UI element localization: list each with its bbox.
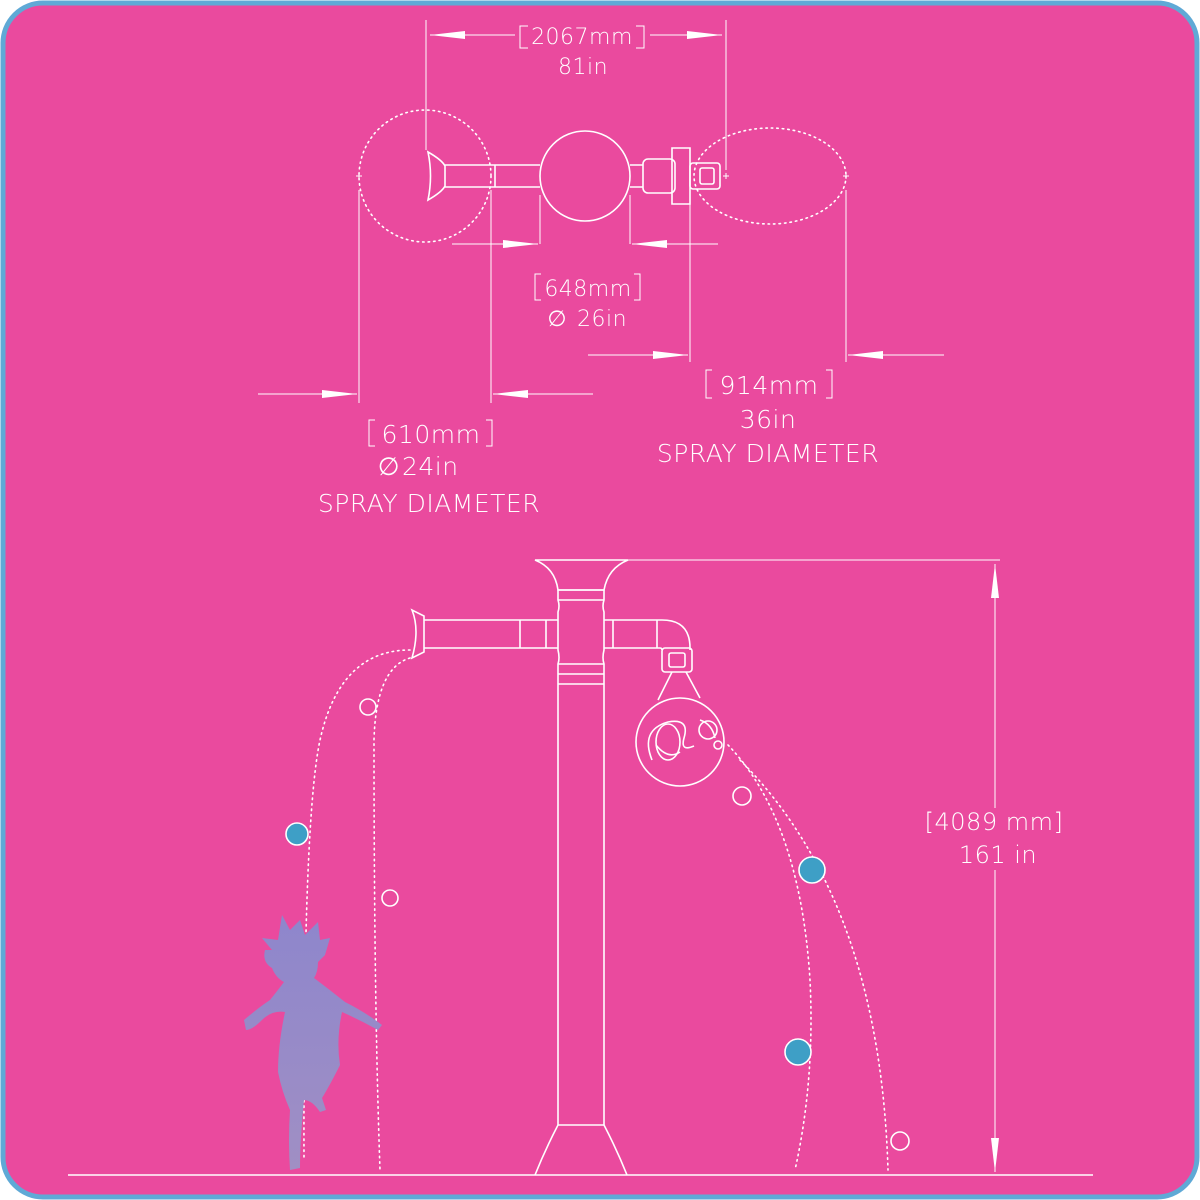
water-droplet-icon (381, 889, 399, 907)
main-post (534, 559, 629, 1176)
elevation-left-arm (410, 608, 558, 660)
right-spray-dimension: 914mm 36in SPRAY DIAMETER (588, 190, 944, 468)
left-spray-dimension: 610mm ∅ 24in SPRAY DIAMETER (258, 190, 593, 518)
overall-width-mm: 2067mm (531, 25, 633, 50)
water-droplet-icon (890, 1131, 910, 1151)
overall-width-dimension: 2067mm 81in (425, 20, 727, 170)
spray-center-marks (356, 173, 849, 179)
center-diameter-symbol: ∅ (547, 307, 567, 332)
plan-left-arm (426, 150, 540, 202)
center-diameter-dimension: 648mm ∅ 26in (452, 195, 718, 332)
overall-width-in: 81in (558, 55, 608, 80)
elevation-view: [4089 mm] 161 in (68, 559, 1093, 1176)
center-diameter-in: 26in (577, 307, 627, 332)
left-spray-mm: 610mm (382, 420, 481, 449)
right-spray-mm: 914mm (720, 371, 819, 400)
elevation-right-arm (604, 619, 693, 673)
water-droplet-icon (798, 856, 826, 884)
water-droplet-icon (285, 822, 309, 846)
plan-center-disk (539, 130, 631, 222)
height-mm: [4089 mm] (925, 808, 1064, 836)
plan-right-arm (630, 147, 721, 205)
tipping-bucket (635, 671, 725, 787)
right-spray-label: SPRAY DIAMETER (657, 439, 879, 468)
spray-streams (303, 649, 889, 1171)
water-droplet-icon (784, 1038, 812, 1066)
left-spray-label: SPRAY DIAMETER (318, 489, 540, 518)
water-droplet-icon (732, 786, 752, 806)
plan-view: 2067mm 81in 648mm ∅ 26in 6 (258, 20, 944, 518)
left-spray-symbol: ∅ (378, 452, 400, 481)
water-droplets (285, 698, 910, 1151)
center-diameter-mm: 648mm (544, 277, 631, 302)
left-spray-circle (358, 109, 492, 243)
left-spray-in: 24in (402, 452, 459, 481)
right-spray-in: 36in (740, 405, 797, 434)
water-droplet-icon (359, 698, 377, 716)
child-silhouette-icon (244, 915, 382, 1170)
height-dimension: [4089 mm] 161 in (628, 559, 1064, 1172)
height-in: 161 in (959, 841, 1037, 869)
